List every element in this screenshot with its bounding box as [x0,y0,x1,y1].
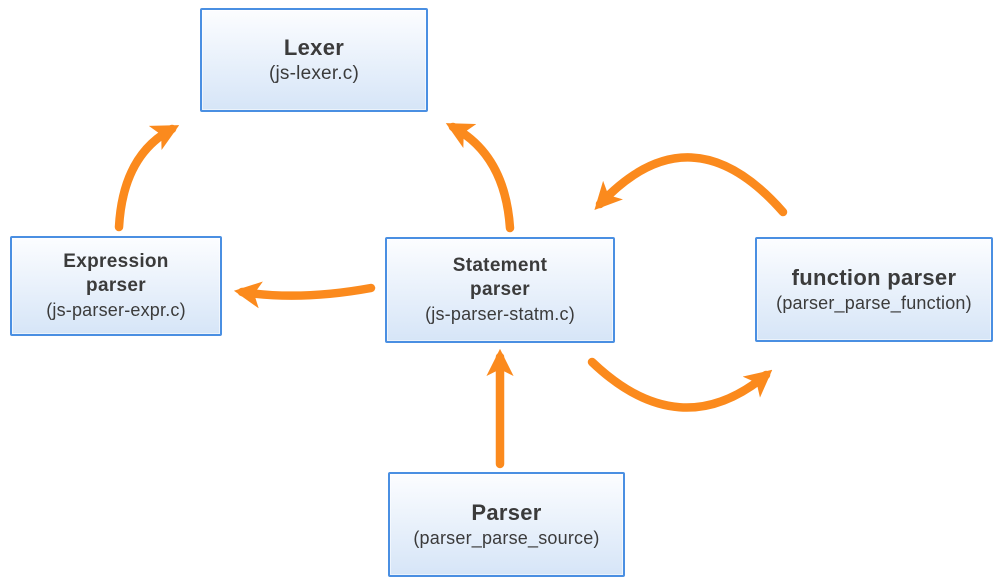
arrow-expression-parser-to-lexer [114,124,180,232]
node-parser-subtitle: (parser_parse_source) [413,527,600,548]
node-expression-parser-title: Expression parser [63,250,169,297]
node-lexer-subtitle: (js-lexer.c) [268,62,359,84]
node-expression-parser-subtitle: (js-parser-expr.c) [46,299,186,320]
node-parser: Parser (parser_parse_source) [388,472,625,577]
arrow-statement-parser-to-lexer [445,122,515,233]
node-expression-parser: Expression parser (js-parser-expr.c) [10,236,222,336]
arrow-statement-parser-to-expression-parser [233,281,376,309]
arrow-function-parser-to-statement-parser [594,153,788,217]
node-function-parser-title: function parser [791,264,957,290]
node-parser-title: Parser [471,499,542,525]
node-statement-parser-subtitle: (js-parser-statm.c) [425,303,575,324]
node-lexer: Lexer (js-lexer.c) [200,8,428,112]
node-statement-parser: Statement parser (js-parser-statm.c) [385,237,615,343]
node-function-parser: function parser (parser_parse_function) [755,237,993,342]
node-statement-parser-title: Statement parser [452,254,548,301]
arrow-statement-parser-to-function-parser [587,357,773,412]
node-lexer-title: Lexer [283,34,345,60]
node-function-parser-subtitle: (parser_parse_function) [776,292,972,313]
